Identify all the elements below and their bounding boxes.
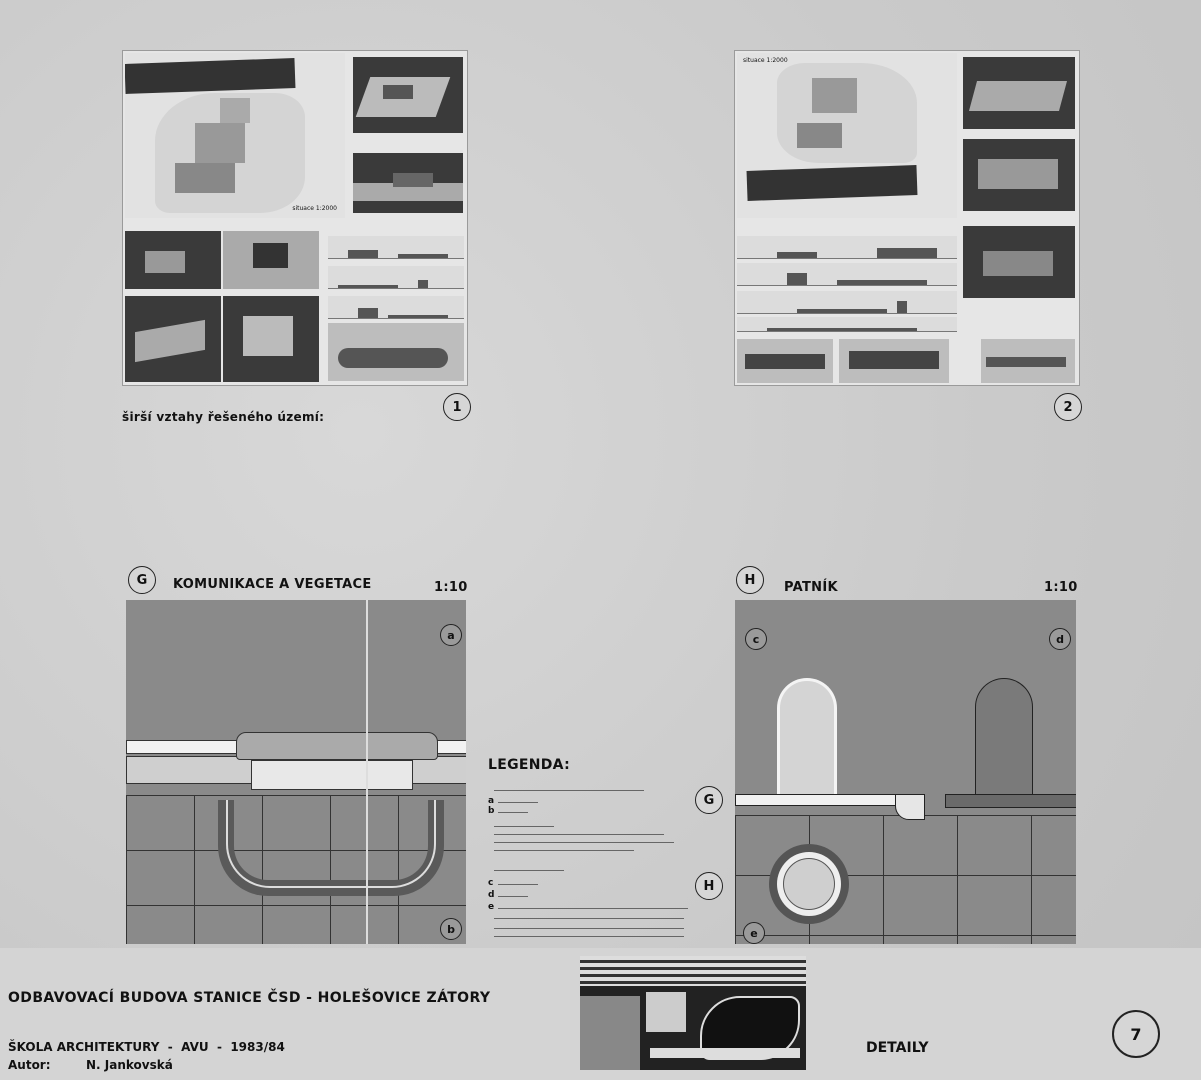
model-photo-2 <box>353 153 463 213</box>
model-photo-13 <box>981 339 1075 383</box>
legend-marker-h: H <box>695 872 723 900</box>
detail-h-title: PATNÍK <box>784 580 838 595</box>
detail-h-sub-c: c <box>745 628 767 650</box>
project-title: ODBAVOVACÍ BUDOVA STANICE ČSD - HOLEŠOVI… <box>8 990 491 1006</box>
model-photo-5 <box>125 296 221 382</box>
detail-h-sub-d: d <box>1049 628 1071 650</box>
map-scale-label: situace 1:2000 <box>292 205 337 212</box>
model-photo-3 <box>125 231 221 289</box>
sheet-number: 7 <box>1112 1010 1160 1058</box>
detail-g-scale: 1:10 <box>434 580 468 595</box>
author-name: N. Jankovská <box>86 1058 173 1072</box>
model-photo-11 <box>737 339 833 383</box>
site-map-2: situace 1:2000 <box>737 53 957 218</box>
section-label: DETAILY <box>866 1040 929 1056</box>
footer-site-plan <box>580 956 806 1070</box>
sheet-marker-2: 2 <box>1054 393 1082 421</box>
section-elevation-6 <box>737 291 957 314</box>
legend-letter-e: e <box>488 902 495 912</box>
legend-letter-a: a <box>488 796 495 806</box>
model-photo-6 <box>223 296 319 382</box>
model-photo-8 <box>963 57 1075 129</box>
detail-g-title: KOMUNIKACE A VEGETACE <box>173 577 372 592</box>
map-scale-label: situace 1:2000 <box>743 57 788 64</box>
legend-marker-g: G <box>695 786 723 814</box>
model-photo-7 <box>328 323 464 381</box>
model-photo-4 <box>223 231 319 289</box>
legend-letter-d: d <box>488 890 495 900</box>
detail-g-sub-b: b <box>440 918 462 940</box>
detail-h-scale: 1:10 <box>1044 580 1078 595</box>
detail-g-sub-a: a <box>440 624 462 646</box>
detail-g-drawing: a b <box>126 600 466 944</box>
legend-letter-c: c <box>488 878 494 888</box>
model-photo-10 <box>963 226 1075 298</box>
wider-relations-caption: širší vztahy řešeného území: <box>122 410 325 424</box>
detail-h-sub-e: e <box>743 922 765 944</box>
model-photo-9 <box>963 139 1075 211</box>
section-elevation-7 <box>737 317 957 332</box>
author-label: Autor: <box>8 1058 51 1072</box>
detail-marker-h: H <box>736 566 764 594</box>
legend-title: LEGENDA: <box>488 757 570 773</box>
model-photo-1 <box>353 57 463 133</box>
section-elevation-3 <box>328 296 464 319</box>
panel-wider-relations-2: situace 1:2000 <box>734 50 1080 386</box>
legend-letter-b: b <box>488 806 495 816</box>
section-elevation-4 <box>737 236 957 259</box>
detail-h-drawing: c d e <box>735 600 1076 944</box>
legend-body: a b c d e <box>488 782 688 942</box>
panel-wider-relations-1: situace 1:2000 <box>122 50 468 386</box>
school-line: ŠKOLA ARCHITEKTURY - AVU - 1983/84 <box>8 1040 285 1054</box>
model-photo-12 <box>839 339 949 383</box>
sheet-marker-1: 1 <box>443 393 471 421</box>
section-elevation-2 <box>328 266 464 289</box>
site-map-1: situace 1:2000 <box>125 53 345 218</box>
section-elevation-5 <box>737 263 957 286</box>
section-elevation-1 <box>328 236 464 259</box>
detail-marker-g: G <box>128 566 156 594</box>
